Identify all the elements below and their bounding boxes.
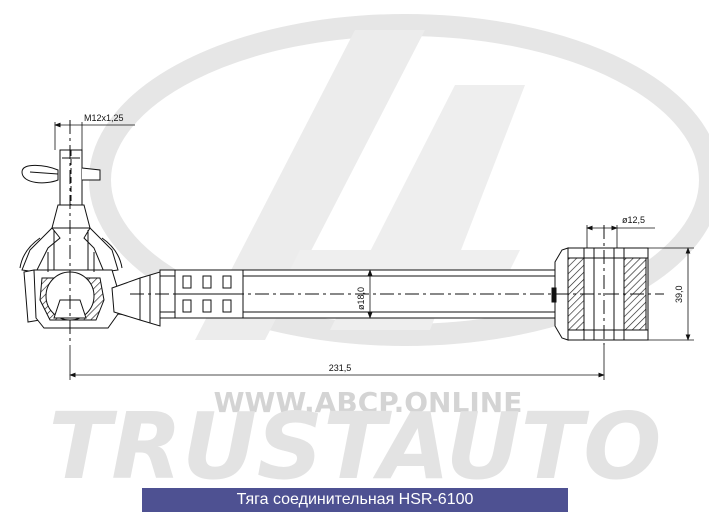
watermark-url: WWW.ABCP.ONLINE bbox=[214, 386, 523, 419]
tie-rod-drawing bbox=[19, 120, 664, 345]
watermark-brand: TRUSTAUTO bbox=[49, 393, 662, 500]
dim-bush-bore-label: ø12,5 bbox=[622, 215, 645, 225]
dim-bush-height-label: 39,0 bbox=[674, 285, 684, 303]
dim-overall-length-label: 231,5 bbox=[329, 363, 352, 373]
cotter-pin bbox=[21, 164, 101, 184]
caption-bar: Тяга соединительная HSR-6100 bbox=[142, 488, 568, 512]
watermark-slash-left bbox=[195, 30, 425, 340]
threaded-stud bbox=[51, 149, 91, 229]
dim-thread-label: M12x1,25 bbox=[84, 113, 124, 123]
watermark-logo: WWW.ABCP.ONLINE TRUSTAUTO bbox=[49, 14, 709, 500]
dim-rod-diameter-label: ø18,0 bbox=[356, 287, 366, 310]
ball-joint-housing bbox=[23, 230, 161, 329]
rod-neck bbox=[111, 271, 161, 327]
dimensions bbox=[54, 122, 694, 380]
